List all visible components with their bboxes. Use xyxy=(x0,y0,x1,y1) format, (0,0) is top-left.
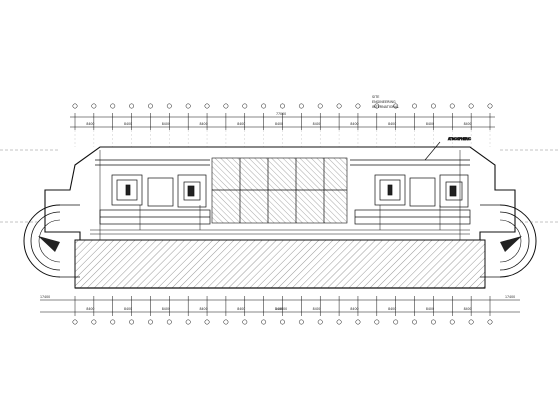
grid-axis-bubble xyxy=(91,103,97,109)
grid-axis-bubble xyxy=(393,319,399,325)
grid-axis-bubble xyxy=(298,103,304,109)
grid-axis-bubble xyxy=(204,319,210,325)
grid-axis-bubble xyxy=(223,319,229,325)
pipe-runs xyxy=(90,150,470,240)
title-line-1: SITE xyxy=(372,95,379,99)
top-dimension-chain: 77000 8400 8400 8400 8400 8400 8400 8400 8400 84… xyxy=(70,112,495,130)
grid-axes xyxy=(72,103,493,325)
grid-axis-bubble xyxy=(430,319,436,325)
grid-axis-bubble xyxy=(487,319,493,325)
bay-dimension-top: 8400 xyxy=(162,122,170,126)
callout-note: ATMOSPHERIC xyxy=(448,137,472,141)
grid-axis-bubble xyxy=(487,103,493,109)
bay-dimension-top: 8400 xyxy=(200,122,208,126)
reference-lines xyxy=(0,149,560,223)
grid-axis-bubble xyxy=(166,319,172,325)
grid-axis-bubble xyxy=(166,103,172,109)
grid-axis-bubble xyxy=(242,319,248,325)
bay-dimension-bottom: 8400 xyxy=(313,307,321,311)
hatched-platform xyxy=(74,239,486,289)
grid-axis-bubble xyxy=(148,103,153,109)
bay-dimension-top: 8400 xyxy=(350,122,358,126)
grid-axis-bubble xyxy=(261,319,267,325)
grid-axis-bubble xyxy=(374,319,380,325)
building-outline xyxy=(44,146,516,289)
grid-axis-bubble xyxy=(336,319,342,325)
bay-dimension-top: 8400 xyxy=(124,122,132,126)
end-dimension-right: 17400 xyxy=(505,295,515,299)
bay-dimension-bottom: 8400 xyxy=(426,307,434,311)
grid-axis-bubble xyxy=(185,319,191,325)
overall-dimension-bottom: 144000 xyxy=(275,307,287,311)
drawing-title: SITE ENGINEERING INTERNATIONAL xyxy=(372,95,399,109)
bay-dimension-bottom: 8400 xyxy=(162,307,170,311)
grid-axis-bubble xyxy=(204,103,210,109)
grid-axis-bubble xyxy=(223,103,229,109)
grid-axis-bubble xyxy=(412,319,417,325)
grid-axis-bubble xyxy=(242,103,248,109)
bay-dimension-top: 8400 xyxy=(388,122,396,126)
grid-axis-bubble xyxy=(298,319,304,325)
grid-axis-bubble xyxy=(430,103,436,109)
grid-axis-bubble xyxy=(148,319,153,325)
right-rotunda xyxy=(480,204,537,278)
grid-axis-bubble xyxy=(468,103,474,109)
grid-axis-bubble xyxy=(261,103,267,109)
bay-dimension-bottom: 8400 xyxy=(237,307,245,311)
grid-axis-bubble xyxy=(468,319,474,325)
overall-dimension-top: 77000 xyxy=(276,112,286,116)
grid-axis-bubble xyxy=(412,103,417,109)
grid-axis-bubble xyxy=(110,319,116,325)
title-line-3: INTERNATIONAL xyxy=(372,105,399,109)
grid-axis-bubble xyxy=(129,319,135,325)
grid-axis-bubble xyxy=(280,103,285,109)
bay-dimension-top: 8400 xyxy=(464,122,472,126)
grid-axis-bubble xyxy=(317,319,323,325)
grid-axis-bubble xyxy=(355,103,361,109)
grid-axis-bubble xyxy=(185,103,191,109)
grid-axis-bubble xyxy=(280,319,285,325)
bay-dimension-bottom: 8400 xyxy=(464,307,472,311)
end-dimension-left: 17400 xyxy=(40,295,50,299)
bay-dimension-bottom: 8400 xyxy=(124,307,132,311)
bottom-dimension-chain: 144000 17400 17400 8400 8400 8400 8400 8400 8… xyxy=(40,295,520,316)
grid-axis-bubble xyxy=(336,103,342,109)
bay-dimension-bottom: 8400 xyxy=(200,307,208,311)
grid-axis-bubble xyxy=(72,319,78,325)
title-line-2: ENGINEERING xyxy=(372,100,396,104)
grid-axis-bubble xyxy=(393,103,399,109)
grid-axis-bubble xyxy=(449,319,455,325)
grid-axis-bubble xyxy=(355,319,361,325)
grid-axis-bubble xyxy=(91,319,97,325)
bay-dimension-top: 8400 xyxy=(313,122,321,126)
bay-dimension-top: 8400 xyxy=(426,122,434,126)
bay-dimension-top: 8400 xyxy=(237,122,245,126)
grid-axis-bubble xyxy=(317,103,323,109)
grid-axis-bubble xyxy=(110,103,116,109)
grid-axis-bubble xyxy=(449,103,455,109)
grid-axis-bubble xyxy=(374,103,380,109)
central-hatched-area xyxy=(211,157,348,224)
bay-dimension-bottom: 8400 xyxy=(388,307,396,311)
bay-dimension-top: 8400 xyxy=(275,122,283,126)
bay-dimension-bottom: 8400 xyxy=(86,307,94,311)
central-partitions xyxy=(212,158,347,223)
bay-dimension-top: 8400 xyxy=(86,122,94,126)
left-equipment-cluster xyxy=(95,159,211,225)
grid-axis-bubble xyxy=(129,103,135,109)
bay-dimension-bottom: 8400 xyxy=(350,307,358,311)
grid-axis-bubble xyxy=(72,103,78,109)
right-equipment-cluster: ATMOSPHERIC xyxy=(350,137,472,225)
bay-dimension-bottom: 8400 xyxy=(275,307,283,311)
left-rotunda xyxy=(23,204,80,278)
